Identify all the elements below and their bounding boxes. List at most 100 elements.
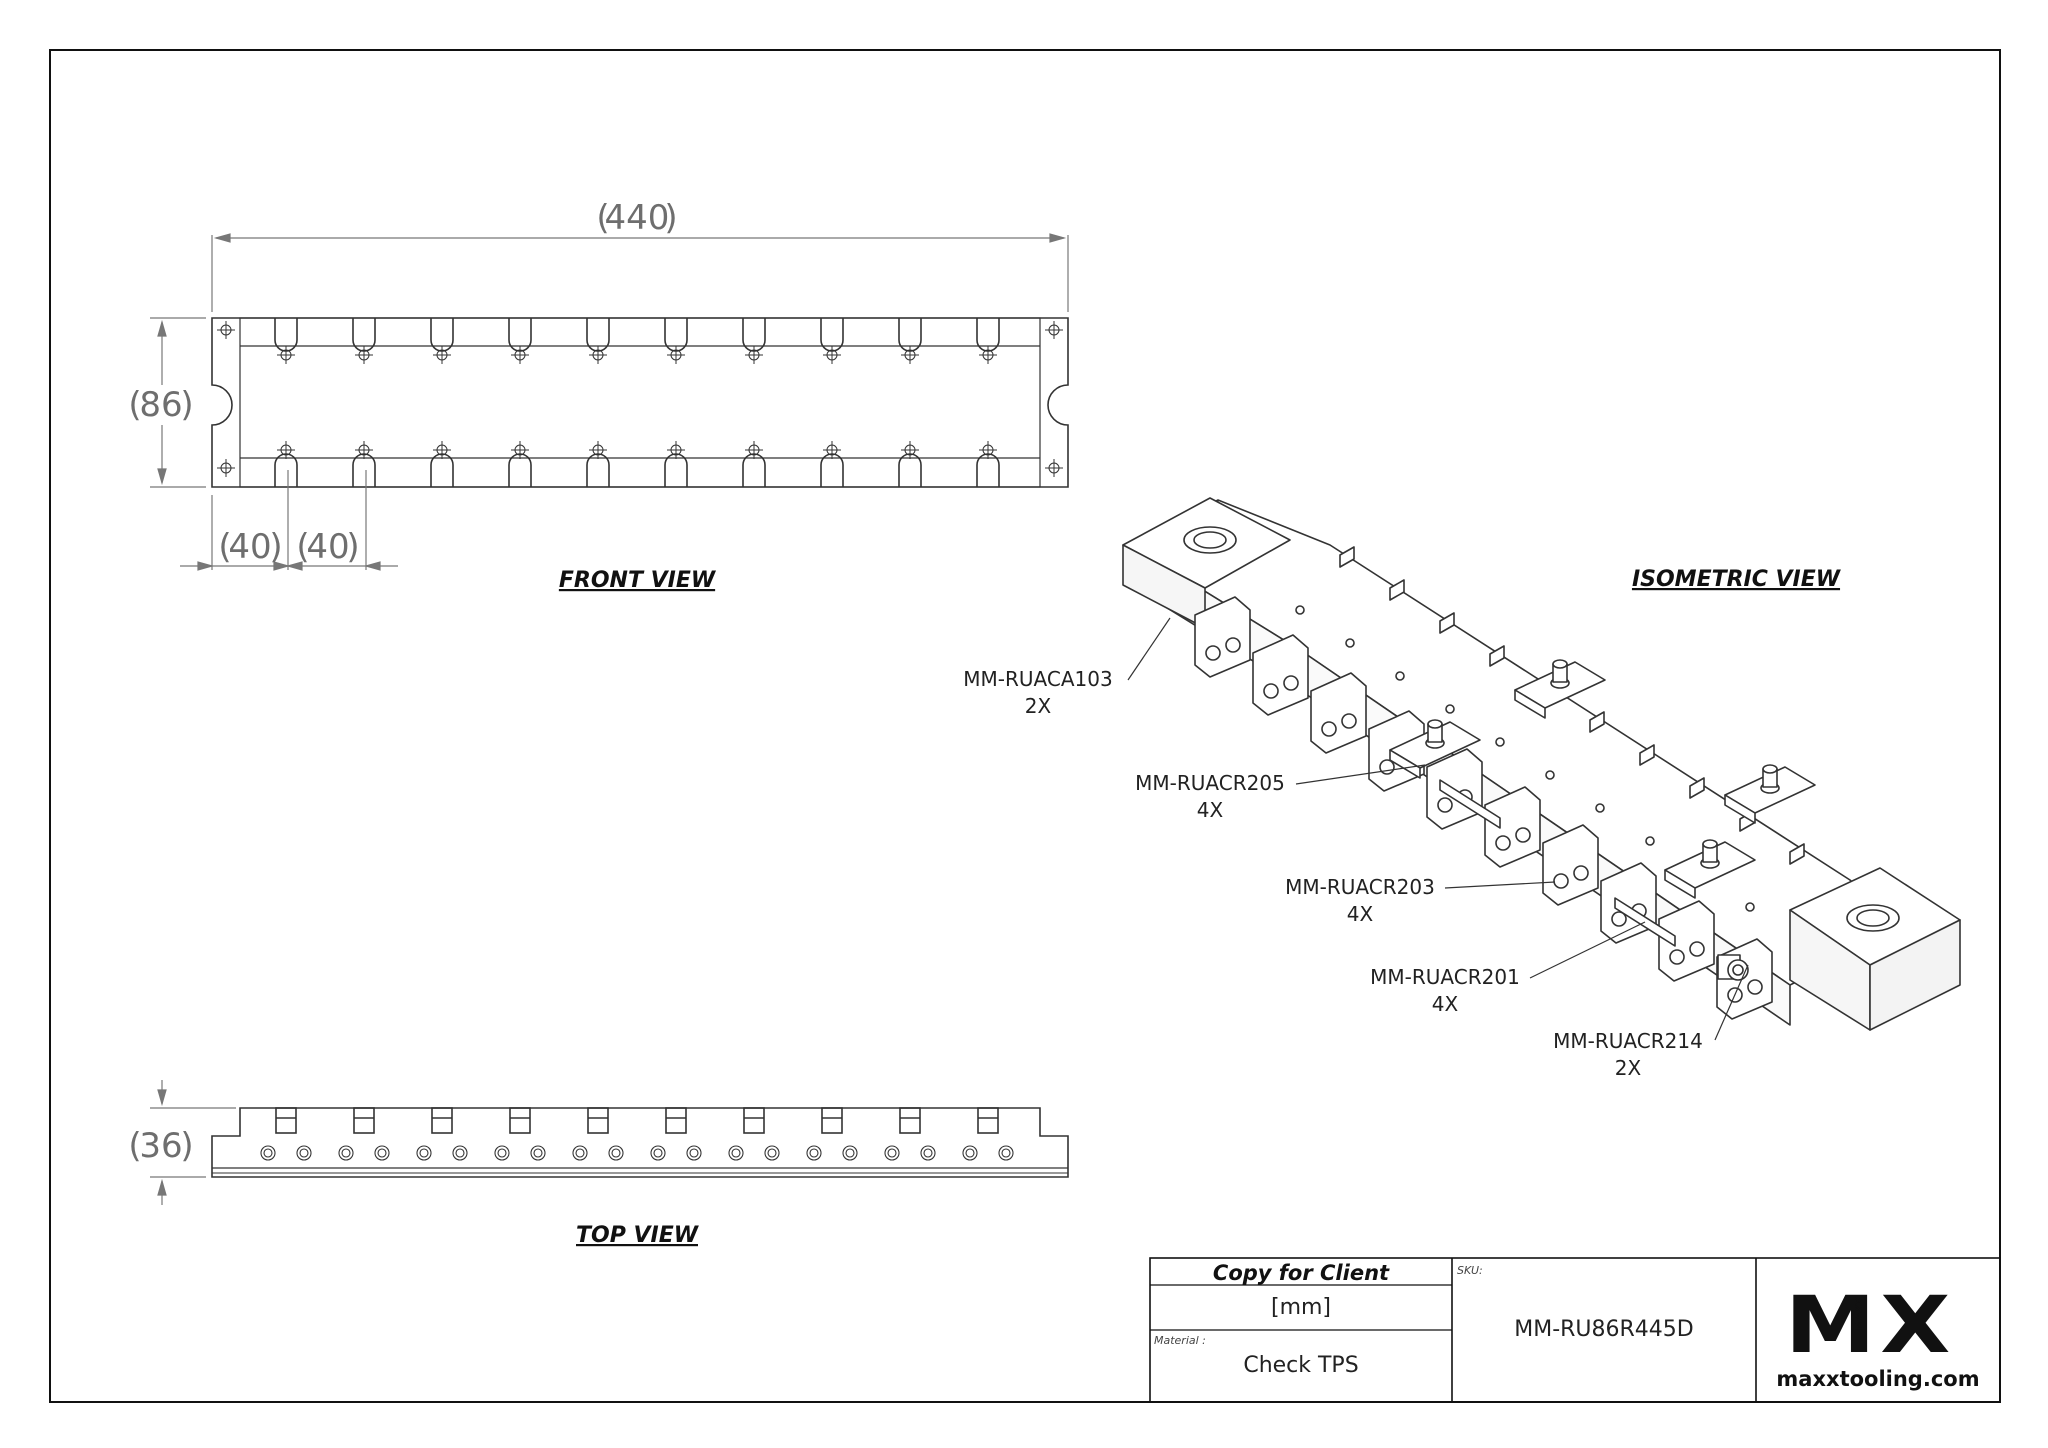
front-hole [979,441,997,459]
front-corner-hole [1045,321,1063,339]
front-hole [589,346,607,364]
top-hole [884,1145,900,1161]
isometric-view-label: ISOMETRIC VIEW [1632,567,1842,592]
front-view [211,317,1069,488]
maxx-logo: MX MAXX [1785,1281,1955,1371]
front-hole [823,346,841,364]
callout-quantity: 2X [1025,694,1052,718]
front-view-label: FRONT VIEW [559,568,717,593]
top-clamp-block [821,1107,843,1134]
callout-quantity: 4X [1432,992,1459,1016]
callout-part-number: MM-RUACR203 [1285,875,1435,899]
iso-clamp [1664,839,1756,899]
iso-tooth [1639,744,1655,766]
iso-hole [1545,770,1555,780]
front-dimensions [150,233,1069,571]
iso-jaw-hole [1263,683,1279,699]
top-hole [998,1145,1014,1161]
front-hole [433,441,451,459]
iso-hole [1495,737,1505,747]
iso-hole [1645,836,1655,846]
iso-jaw-hole [1341,713,1357,729]
front-hole [901,346,919,364]
callout-part-number: MM-RUACR201 [1370,965,1520,989]
title-block [1149,1257,2001,1403]
front-hole [277,346,295,364]
iso-jaw-hole [1225,637,1241,653]
callout-quantity: 4X [1347,902,1374,926]
title-block-material-label: Material : [1154,1334,1206,1347]
dim-thickness: 36 [139,1126,182,1166]
title-block-units: [mm] [1271,1295,1331,1320]
callout-part-number: MM-RUACR214 [1553,1029,1703,1053]
dim-height-paren-right: ) [180,385,193,425]
top-hole [260,1145,276,1161]
iso-tooth [1589,711,1605,733]
top-hole [962,1145,978,1161]
iso-jaw-hole [1573,865,1589,881]
dim-pitch-b-paren-left: ( [296,527,309,567]
iso-hole [1395,671,1405,681]
title-block-material-value: Check TPS [1243,1353,1358,1378]
iso-hole [1295,605,1305,615]
dim-height-paren-left: ( [128,385,141,425]
top-hole [728,1145,744,1161]
front-hole [823,441,841,459]
logo-website: maxxtooling.com [1776,1367,1979,1391]
dim-pitch-a-paren-right: ) [269,527,282,567]
top-view-label: TOP VIEW [576,1223,700,1248]
iso-clamp [1389,719,1481,779]
top-clamp-block [743,1107,765,1134]
svg-text:MX: MX [1785,1281,1955,1371]
top-hole [842,1145,858,1161]
top-clamp-block [431,1107,453,1134]
iso-tooth [1389,579,1405,601]
front-corner-hole [217,321,235,339]
top-clamp-block [977,1107,999,1134]
iso-jaw-hole [1205,645,1221,661]
top-hole [530,1145,546,1161]
front-hole [511,441,529,459]
front-hole [901,441,919,459]
top-hole [338,1145,354,1161]
front-hole [589,441,607,459]
title-block-title: Copy for Client [1213,1261,1390,1285]
front-hole [355,346,373,364]
iso-hole [1745,902,1755,912]
top-hole [374,1145,390,1161]
iso-tooth [1489,645,1505,667]
iso-jaw-hole [1611,911,1627,927]
front-hole [433,346,451,364]
top-dimensions [150,1080,236,1205]
top-hole [686,1145,702,1161]
iso-tooth [1439,612,1455,634]
top-hole [296,1145,312,1161]
iso-clamp [1514,659,1606,719]
top-hole [920,1145,936,1161]
callout-leaders [1127,617,1749,1041]
iso-jaw-hole [1689,941,1705,957]
dim-pitch-a: 40 [228,527,271,567]
front-corner-hole [1045,459,1063,477]
iso-jaw-hole [1437,797,1453,813]
dim-pitch-a-paren-left: ( [218,527,231,567]
svg-text:MAXX: MAXX [1854,1297,1865,1330]
top-clamp-block [275,1107,297,1134]
iso-jaw-hole [1495,835,1511,851]
top-hole [572,1145,588,1161]
top-hole [494,1145,510,1161]
callout-part-number: MM-RUACA103 [963,667,1112,691]
top-clamp-block [509,1107,531,1134]
iso-tooth [1339,546,1355,568]
front-hole [511,346,529,364]
top-clamp-block [665,1107,687,1134]
front-hole [745,346,763,364]
iso-rail [1439,779,1501,829]
iso-tooth [1689,777,1705,799]
iso-jaw-hole [1553,873,1569,889]
top-hole [608,1145,624,1161]
title-block-sku-label: SKU: [1457,1264,1483,1277]
dim-thickness-paren-left: ( [128,1126,141,1166]
top-hole [650,1145,666,1161]
